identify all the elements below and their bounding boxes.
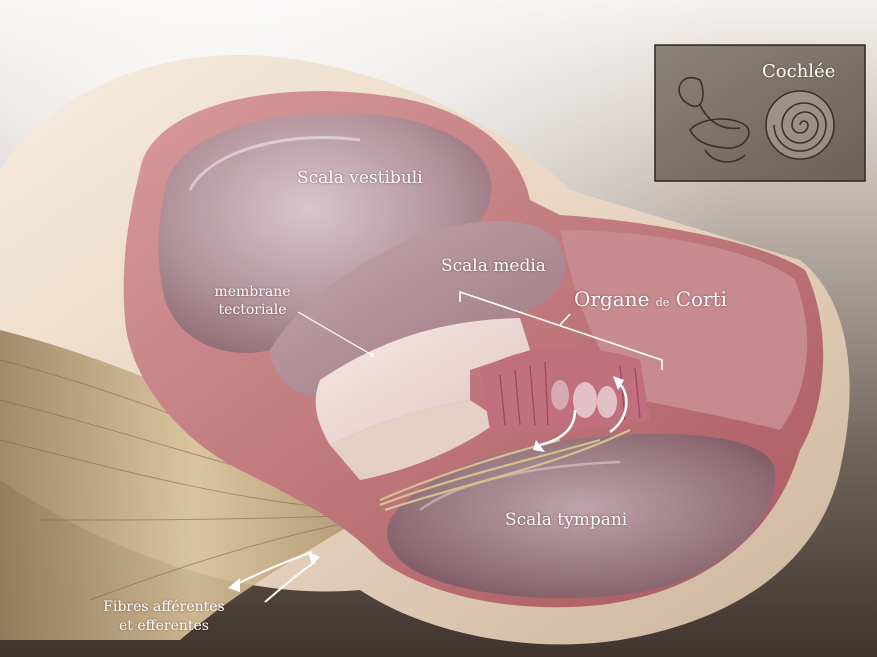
label-fibres: Fibres afférentes et efferentes (98, 598, 230, 636)
label-organe-de-corti: Organe de Corti (574, 287, 727, 311)
label-membrane-tectoriale: membrane tectoriale (205, 283, 300, 319)
label-corti: Corti (676, 287, 727, 311)
label-scala-tympani: Scala tympani (505, 510, 627, 530)
label-fibres-line2: et efferentes (98, 617, 230, 636)
label-cochlee: Cochlée (762, 61, 835, 82)
label-fibres-line1: Fibres afférentes (98, 598, 230, 617)
label-organe: Organe (574, 287, 649, 311)
label-de: de (656, 296, 670, 309)
label-membrane-line1: membrane (205, 283, 300, 301)
label-membrane-line2: tectoriale (205, 301, 300, 319)
label-scala-media: Scala media (441, 256, 546, 276)
label-scala-vestibuli: Scala vestibuli (297, 168, 423, 188)
membrane-leader-dot (370, 353, 374, 357)
